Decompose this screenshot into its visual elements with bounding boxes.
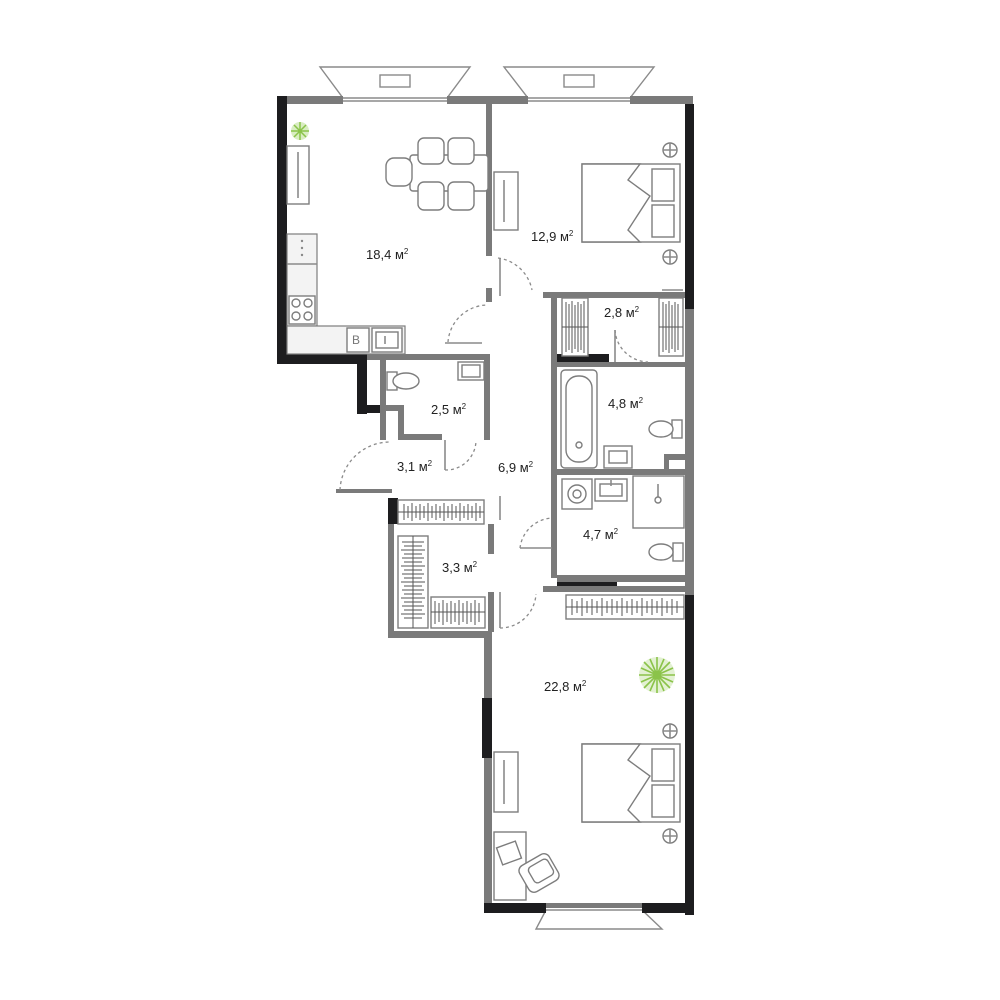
bathroom-2: 4,7 м2: [561, 475, 685, 562]
toilet-icon: [648, 419, 683, 439]
sink-icon: [371, 327, 403, 353]
room-area-label: 12,9: [531, 229, 556, 244]
door-icon: [445, 304, 489, 344]
plant-icon: [639, 657, 675, 693]
cooktop-dots: [300, 239, 304, 257]
wardrobe-1: 2,8 м2: [561, 289, 684, 357]
room-area-label: 6,9: [498, 460, 516, 475]
bathroom-1: 4,8 м2: [560, 369, 683, 469]
room-area-label: 22,8: [544, 679, 569, 694]
area-unit: м: [419, 459, 428, 474]
hall: 6,9 м2: [498, 460, 534, 475]
room-area-label: 3,1: [397, 459, 415, 474]
room-area-label: 4,8: [608, 396, 626, 411]
area-unit: м: [453, 402, 462, 417]
toilet-icon: [386, 371, 420, 391]
door-icon: [519, 517, 553, 549]
svg-text:22,8 м2: 22,8 м2: [544, 679, 587, 694]
area-unit: м: [630, 396, 639, 411]
door-icon: [339, 441, 391, 491]
svg-text:3,1 м2: 3,1 м2: [397, 459, 433, 474]
wardrobe-icon: [397, 499, 485, 525]
area-unit: м: [520, 460, 529, 475]
sink-icon: [457, 361, 485, 381]
svg-text:6,9 м2: 6,9 м2: [498, 460, 534, 475]
toilet-room: 2,5 м2: [386, 361, 485, 417]
walls: [277, 96, 694, 915]
svg-text:3,3 м2: 3,3 м2: [442, 560, 478, 575]
door-icon: [444, 439, 477, 471]
washing-machine-icon: [561, 478, 593, 510]
room-area-label: 2,8: [604, 305, 622, 320]
wardrobe-icon: [658, 297, 684, 357]
bedroom-1: 12,9 м2: [493, 142, 681, 265]
area-unit: м: [395, 247, 404, 262]
area-unit: м: [605, 527, 614, 542]
door-icon: [497, 257, 533, 296]
sink-icon: [603, 445, 633, 469]
dishwasher-icon: B: [346, 327, 370, 353]
svg-text:18,4 м2: 18,4 м2: [366, 247, 409, 262]
svg-text:2,5 м2: 2,5 м2: [431, 402, 467, 417]
room-area-label: 4,7: [583, 527, 601, 542]
area-unit: м: [464, 560, 473, 575]
bed-icon: [581, 142, 681, 265]
area-unit: м: [573, 679, 582, 694]
entry: 3,1 м2: [397, 459, 485, 525]
window-icon: [502, 66, 656, 102]
laptop-icon: [495, 840, 523, 866]
kitchen-living: B 18,4 м2: [286, 122, 489, 355]
door-icon: [614, 329, 649, 363]
desk-chair-icon: [518, 853, 560, 893]
wardrobe-icon: [493, 751, 519, 813]
plant-icon: [291, 122, 309, 140]
bathtub-icon: [560, 369, 598, 469]
room-area-label: 2,5: [431, 402, 449, 417]
bedroom-2: 22,8 м2: [493, 594, 685, 901]
door-icon: [499, 592, 537, 629]
svg-text:B: B: [352, 333, 360, 347]
area-unit: м: [626, 305, 635, 320]
wardrobe-2: 3,3 м2: [397, 535, 486, 629]
bed-icon: [581, 723, 681, 844]
sink-icon: [594, 478, 628, 502]
shower-icon: [632, 475, 685, 529]
wardrobe-icon: [397, 535, 429, 629]
svg-text:2,8 м2: 2,8 м2: [604, 305, 640, 320]
wardrobe-icon: [561, 297, 589, 357]
wardrobe-icon: [565, 594, 685, 620]
window-icon: [318, 66, 472, 102]
dining-table-icon: [385, 137, 489, 211]
area-unit: м: [560, 229, 569, 244]
svg-text:4,7 м2: 4,7 м2: [583, 527, 619, 542]
wardrobe-icon: [430, 596, 486, 629]
svg-text:4,8 м2: 4,8 м2: [608, 396, 644, 411]
room-area-label: 18,4: [366, 247, 391, 262]
svg-text:12,9 м2: 12,9 м2: [531, 229, 574, 244]
stove-icon: [288, 295, 316, 325]
room-area-label: 3,3: [442, 560, 460, 575]
toilet-icon: [648, 542, 684, 562]
